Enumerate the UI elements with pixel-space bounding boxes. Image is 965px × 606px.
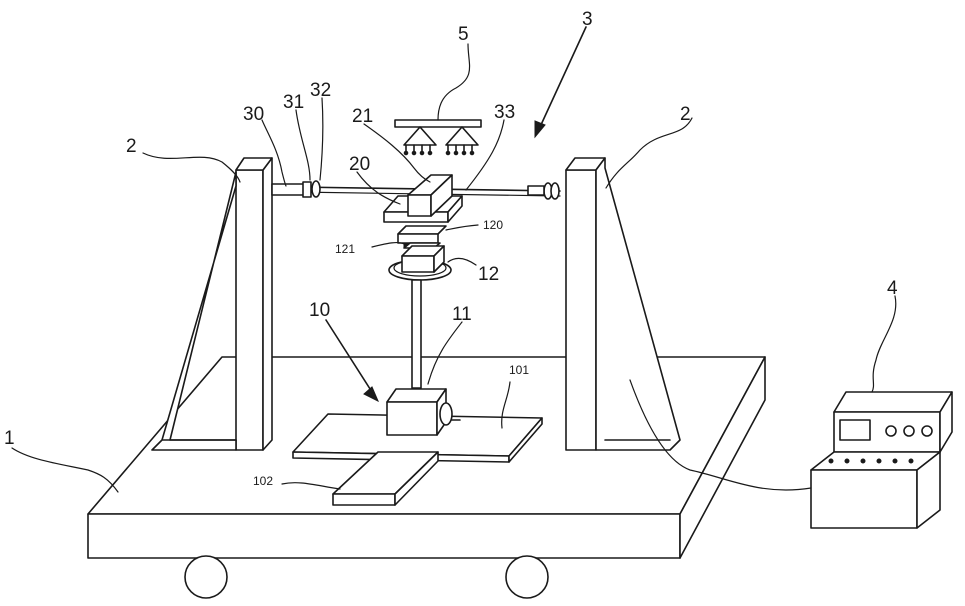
label-121: 121 xyxy=(335,242,355,256)
label-10: 10 xyxy=(309,300,330,321)
label-32: 32 xyxy=(310,80,331,101)
vertical-shaft xyxy=(412,280,421,388)
label-30: 30 xyxy=(243,104,264,125)
rotation-unit xyxy=(389,226,451,280)
label-20: 20 xyxy=(349,154,370,175)
wheel-left xyxy=(185,556,227,598)
rod-mount-30 xyxy=(272,184,304,195)
label-101: 101 xyxy=(509,363,529,377)
label-11: 11 xyxy=(452,304,472,325)
label-31: 31 xyxy=(283,92,304,113)
spray-unit xyxy=(395,120,481,155)
rod-clamp-31 xyxy=(303,182,311,197)
label-102: 102 xyxy=(253,474,273,488)
label-5: 5 xyxy=(458,24,469,45)
wheel-right xyxy=(506,556,548,598)
label-4: 4 xyxy=(887,278,898,299)
label-12: 12 xyxy=(478,264,499,285)
label-1: 1 xyxy=(4,428,15,449)
right-support-frame xyxy=(566,158,680,450)
label-2-right: 2 xyxy=(680,104,691,125)
label-33: 33 xyxy=(494,102,515,123)
display-screen xyxy=(840,420,870,440)
label-120: 120 xyxy=(483,218,503,232)
label-3: 3 xyxy=(582,9,593,30)
carriage xyxy=(384,175,462,222)
label-2-left: 2 xyxy=(126,136,137,157)
label-21: 21 xyxy=(352,106,373,127)
